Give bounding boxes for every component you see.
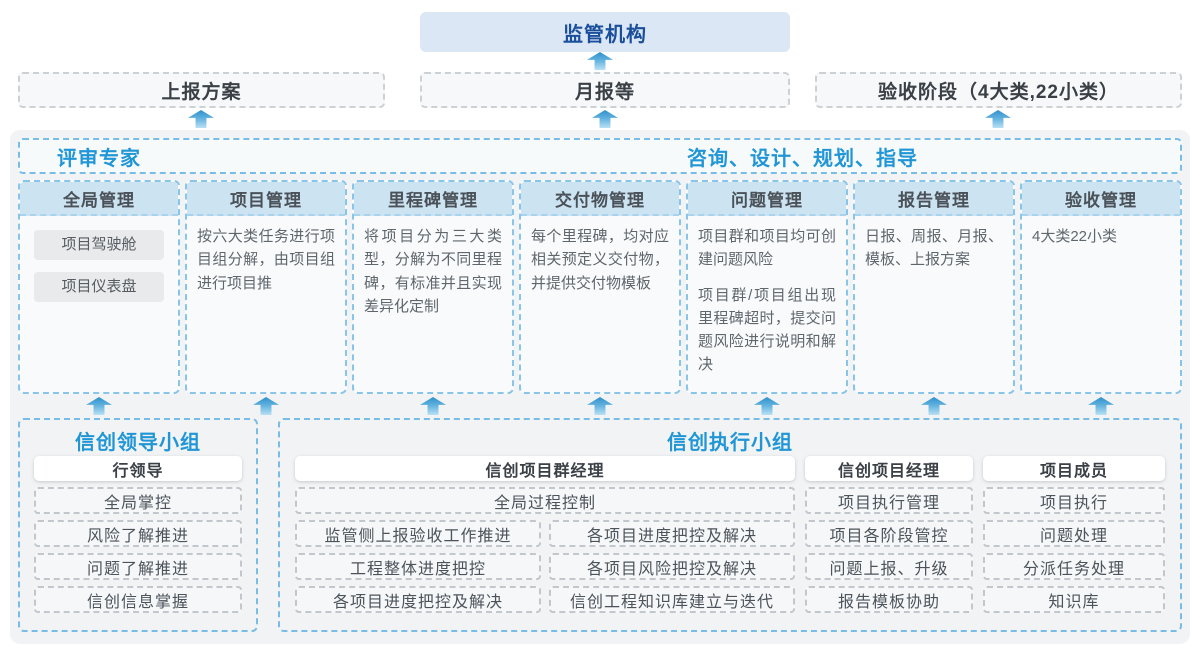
column-title: 交付物管理 [521, 182, 679, 216]
up-arrow-icon [1088, 397, 1114, 415]
task-item: 知识库 [983, 586, 1165, 613]
project-member-section: 项目成员 项目执行 问题处理 分派任务处理 知识库 [983, 456, 1165, 613]
column-body: 将项目分为三大类型，分解为不同里程碑，有标准并且实现差异化定制 [364, 228, 502, 315]
management-columns: 全局管理 项目驾驶舱 项目仪表盘 项目管理 按六大类任务进行项目组分解，由项目组… [18, 180, 1182, 394]
task-item: 各项目进度把控及解决 [549, 520, 795, 547]
column-body: 项目驾驶舱 项目仪表盘 [20, 216, 178, 314]
experts-band: 评审专家 咨询、设计、规划、指导 [18, 138, 1182, 174]
column-title: 验收管理 [1022, 182, 1180, 216]
column-title: 项目管理 [187, 182, 345, 216]
up-arrow-icon [188, 110, 214, 128]
task-item: 报告模板协助 [805, 586, 973, 613]
leadership-group: 信创领导小组 行领导 全局掌控 风险了解推进 问题了解推进 信创信息掌握 [18, 418, 258, 632]
column-issue-management: 问题管理 项目群和项目均可创建问题风险 项目群/项目组出现里程碑超时，提交问题风… [686, 180, 848, 394]
task-item: 信创工程知识库建立与迭代 [549, 586, 795, 613]
task-item: 全局过程控制 [295, 487, 795, 514]
task-row: 工程整体进度把控 各项目风险把控及解决 [295, 553, 795, 580]
leadership-group-body: 行领导 全局掌控 风险了解推进 问题了解推进 信创信息掌握 [20, 456, 256, 613]
column-title: 里程碑管理 [354, 182, 512, 216]
role-pill: 信创项目群经理 [295, 456, 795, 481]
task-item: 各项目风险把控及解决 [549, 553, 795, 580]
task-row: 监管侧上报验收工作推进 各项目进度把控及解决 [295, 520, 795, 547]
platform-panel: 评审专家 咨询、设计、规划、指导 全局管理 项目驾驶舱 项目仪表盘 项目管理 按… [10, 130, 1190, 644]
output-label: 上报方案 [161, 81, 242, 103]
column-deliverable-management: 交付物管理 每个里程碑，均对应相关预定义交付物，并提供交付物模板 [519, 180, 681, 394]
column-report-management: 报告管理 日报、周报、月报、模板、上报方案 [853, 180, 1015, 394]
up-arrow-icon [921, 397, 947, 415]
task-item: 分派任务处理 [983, 553, 1165, 580]
output-box-acceptance-phase: 验收阶段（4大类,22小类） [815, 72, 1182, 108]
up-arrow-icon [592, 110, 618, 128]
up-arrow-icon [587, 397, 613, 415]
output-box-report-plan: 上报方案 [18, 72, 385, 108]
column-body: 按六大类任务进行项目组分解，由项目组进行项目推 [197, 228, 335, 292]
task-item: 项目各阶段管控 [805, 520, 973, 547]
output-label: 验收阶段（4大类,22小类） [878, 81, 1119, 103]
column-title: 问题管理 [688, 182, 846, 216]
up-arrow-icon [420, 397, 446, 415]
up-arrow-icon [86, 397, 112, 415]
execution-group-body: 信创项目群经理 全局过程控制 监管侧上报验收工作推进 各项目进度把控及解决 工程… [280, 456, 1180, 613]
program-manager-section: 信创项目群经理 全局过程控制 监管侧上报验收工作推进 各项目进度把控及解决 工程… [295, 456, 795, 613]
column-acceptance-management: 验收管理 4大类22小类 [1020, 180, 1182, 394]
up-arrow-icon [754, 397, 780, 415]
group-title: 信创执行小组 [667, 431, 793, 454]
task-item: 项目执行 [983, 487, 1165, 514]
output-label: 月报等 [574, 81, 635, 103]
task-item: 项目执行管理 [805, 487, 973, 514]
group-title: 信创领导小组 [75, 431, 201, 454]
task-item: 信创信息掌握 [34, 586, 242, 613]
regulator-label: 监管机构 [563, 23, 647, 46]
task-item: 各项目进度把控及解决 [295, 586, 541, 613]
regulator-box: 监管机构 [420, 12, 790, 52]
column-body: 项目群和项目均可创建问题风险 项目群/项目组出现里程碑超时，提交问题风险进行说明… [688, 216, 846, 386]
column-title: 报告管理 [855, 182, 1013, 216]
column-project-management: 项目管理 按六大类任务进行项目组分解，由项目组进行项目推 [185, 180, 347, 394]
task-item: 工程整体进度把控 [295, 553, 541, 580]
task-item: 风险了解推进 [34, 520, 242, 547]
column-body: 每个里程碑，均对应相关预定义交付物，并提供交付物模板 [531, 228, 669, 292]
column-global-management: 全局管理 项目驾驶舱 项目仪表盘 [18, 180, 180, 394]
task-item: 全局掌控 [34, 487, 242, 514]
issue-paragraph-2: 项目群/项目组出现里程碑超时，提交问题风险进行说明和解决 [698, 286, 836, 374]
up-arrow-icon [587, 52, 613, 70]
task-item: 问题了解推进 [34, 553, 242, 580]
role-pill: 项目成员 [983, 456, 1165, 481]
column-body: 4大类22小类 [1032, 228, 1118, 245]
feature-pill: 项目驾驶舱 [34, 230, 164, 260]
bottom-groups: 信创领导小组 行领导 全局掌控 风险了解推进 问题了解推进 信创信息掌握 信创执… [18, 418, 1182, 632]
role-pill: 行领导 [34, 456, 242, 481]
consulting-design-label: 咨询、设计、规划、指导 [687, 147, 918, 170]
column-title: 全局管理 [20, 182, 178, 216]
execution-group: 信创执行小组 信创项目群经理 全局过程控制 监管侧上报验收工作推进 各项目进度把… [278, 418, 1182, 632]
task-item: 问题上报、升级 [805, 553, 973, 580]
up-arrow-icon [253, 397, 279, 415]
project-manager-section: 信创项目经理 项目执行管理 项目各阶段管控 问题上报、升级 报告模板协助 [805, 456, 973, 613]
task-item: 问题处理 [983, 520, 1165, 547]
column-body: 日报、周报、月报、模板、上报方案 [865, 228, 1003, 269]
column-milestone-management: 里程碑管理 将项目分为三大类型，分解为不同里程碑，有标准并且实现差异化定制 [352, 180, 514, 394]
task-item: 监管侧上报验收工作推进 [295, 520, 541, 547]
role-pill: 信创项目经理 [805, 456, 973, 481]
review-experts-label: 评审专家 [57, 147, 141, 170]
output-box-monthly-report: 月报等 [420, 72, 790, 108]
issue-paragraph-1: 项目群和项目均可创建问题风险 [698, 228, 836, 269]
up-arrow-icon [985, 110, 1011, 128]
feature-pill: 项目仪表盘 [34, 272, 164, 302]
group-to-column-arrows [18, 397, 1182, 415]
task-row: 各项目进度把控及解决 信创工程知识库建立与迭代 [295, 586, 795, 613]
